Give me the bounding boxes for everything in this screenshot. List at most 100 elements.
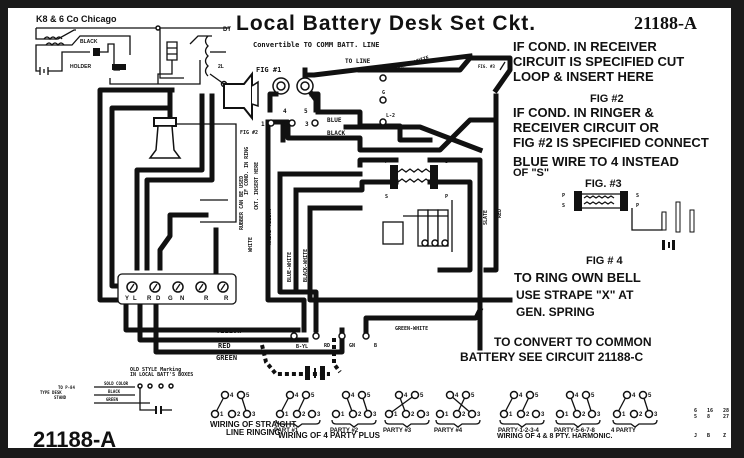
- group-label: PARTY #2: [330, 428, 359, 434]
- wire-green-white: [363, 306, 484, 335]
- box-label: R: [147, 296, 152, 302]
- terminal-4: [220, 390, 230, 400]
- terminal-number: 2: [639, 412, 643, 418]
- hook-icon: [112, 64, 126, 70]
- note-line: IF COND. IN RINGER &: [513, 105, 654, 120]
- terminal-3: [644, 409, 654, 419]
- vertical-labels: WHITE-YELLOW BLUE-WHITE BLACK-WHITE SLAT…: [239, 147, 503, 282]
- white-label: WHITE: [248, 237, 254, 252]
- wire: [357, 157, 399, 168]
- terminal-4: [445, 390, 455, 400]
- svg-text:P: P: [636, 203, 639, 209]
- terminal-number: 3: [654, 412, 658, 418]
- terminal-label: L-2: [386, 113, 395, 119]
- terminal-2: [292, 409, 302, 419]
- old-style-title: IN LOCAL BATT'S BOXES: [130, 372, 193, 378]
- wire: [427, 157, 483, 351]
- black-white-label: BLACK-WHITE: [303, 249, 309, 282]
- slate-label: SLATE: [483, 210, 489, 225]
- battery-icon: [662, 240, 665, 250]
- wire: [307, 205, 513, 303]
- note-line: TO RING OWN BELL: [514, 270, 641, 285]
- terminal-1: [331, 409, 341, 419]
- terminal-4: [341, 390, 351, 400]
- terminal-1: [612, 409, 622, 419]
- wire-red: [137, 297, 309, 343]
- switch-contact-icon: [204, 35, 209, 77]
- coil: [300, 81, 310, 91]
- terminal-number: 3: [597, 412, 601, 418]
- terminal-number: 5: [648, 393, 652, 399]
- green-label: GREEN: [216, 354, 237, 362]
- wire: [483, 93, 499, 273]
- svg-text:S: S: [562, 203, 565, 209]
- wire-blue: [343, 124, 484, 154]
- terminal-3: [311, 119, 319, 127]
- terminal-label: 4: [283, 108, 287, 115]
- receiver-icon: [223, 71, 259, 121]
- label-dt: DT: [223, 27, 231, 33]
- svg-text:S: S: [636, 193, 639, 199]
- table-cell: 27: [723, 414, 729, 420]
- to-line-label: TO LINE: [345, 58, 371, 65]
- coil-icon: [45, 42, 65, 47]
- table-cell: Z: [723, 433, 726, 439]
- terminal-number: 2: [582, 412, 586, 418]
- terminal: [362, 332, 370, 340]
- terminal-3: [587, 409, 597, 419]
- terminal-5: [301, 390, 311, 400]
- red-label: RED: [218, 342, 231, 350]
- terminal-number: 2: [526, 412, 530, 418]
- terminal-4: [565, 390, 575, 400]
- table-cell: 6: [694, 408, 697, 414]
- terminal-5: [581, 390, 591, 400]
- terminal-1: [275, 409, 285, 419]
- terminal-block: Y L R D G N R R: [117, 273, 237, 305]
- terminal-2: [452, 409, 462, 419]
- coil-icon: [43, 36, 63, 41]
- fig1-condenser: FIG #1 4 5 1 2 3 FIG #2: [240, 66, 321, 136]
- terminal-2: [516, 409, 526, 419]
- terminal-3: [467, 409, 477, 419]
- generator-schematic: DT BLACK HOLDER 2L: [35, 25, 231, 88]
- wire: [134, 93, 205, 271]
- terminal-5: [525, 390, 535, 400]
- svg-text:P: P: [562, 193, 565, 199]
- terminal-1: [499, 409, 509, 419]
- group-caption: LINE RINGING: [226, 428, 281, 437]
- wire: [157, 212, 209, 271]
- box-label: R: [204, 296, 209, 302]
- terminal: [312, 332, 320, 340]
- terminal-number: 2: [237, 412, 241, 418]
- wire: [97, 87, 175, 303]
- maker-label: K8 & 6 Co Chicago: [36, 14, 117, 24]
- fig3-ref: FIG. #3: [478, 64, 495, 69]
- terminal-number: 4: [230, 393, 234, 399]
- brace: [499, 419, 545, 428]
- wire: [144, 93, 215, 271]
- wire: [267, 91, 279, 113]
- terminal-number: 4: [632, 393, 636, 399]
- terminal-1: [555, 409, 565, 419]
- to-box-label: TYPE DESK: [40, 390, 62, 395]
- fig3-title: FIG. #3: [585, 178, 622, 190]
- note-line: GEN. SPRING: [516, 305, 595, 319]
- terminal-1: [267, 119, 275, 127]
- group-caption: WIRING OF 4 & 8 PTY. HARMONIC.: [497, 433, 613, 440]
- wire: [35, 60, 40, 72]
- note-line: LOOP & INSERT HERE: [513, 69, 654, 84]
- note-line: RECEIVER CIRCUIT OR: [513, 120, 660, 135]
- group-label: PARTY-1-2-3-4: [498, 428, 540, 434]
- box-label: D: [156, 296, 161, 302]
- box-label: G: [168, 296, 173, 302]
- terminal-number: 4: [519, 393, 523, 399]
- bottom-terminals: YELLOW RED GREEN GREEN-WHITE B-YL RD GN …: [216, 326, 428, 362]
- dashed-wire: [260, 344, 330, 376]
- wire: [157, 60, 173, 84]
- terminal-number: 3: [317, 412, 321, 418]
- wire-label: BLACK: [108, 389, 121, 394]
